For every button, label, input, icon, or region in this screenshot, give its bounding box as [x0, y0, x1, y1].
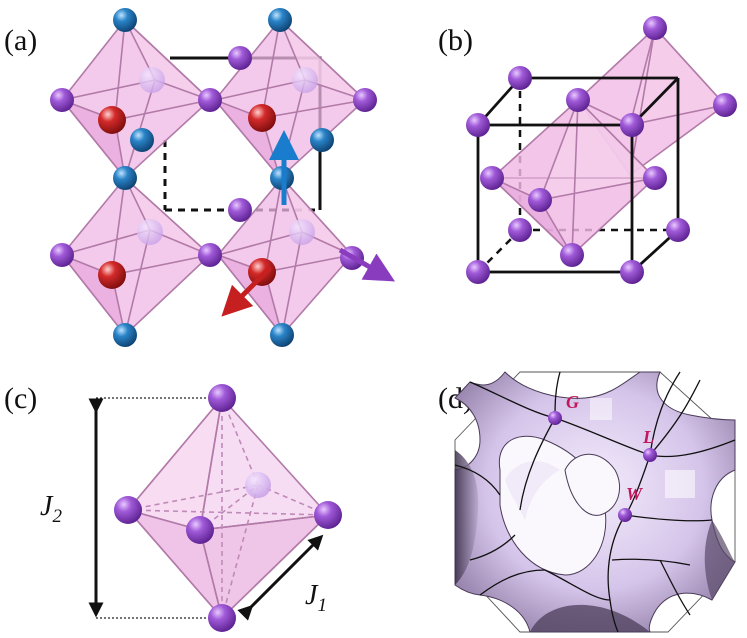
point-L-label: L [642, 427, 654, 447]
panel-c-purple-atoms [114, 384, 342, 632]
panel-c: (c) J2 [4, 382, 342, 632]
panel-c-octahedron [125, 395, 331, 620]
panel-b-purple-atoms [466, 16, 737, 284]
j2-label: J2 [40, 491, 62, 527]
panel-c-atom-back [245, 472, 271, 498]
panel-a-octahedron-bottom-left [59, 176, 212, 337]
panel-a-atom-back [137, 219, 163, 245]
panel-a-label: (a) [4, 24, 37, 57]
panel-a: (a) [4, 8, 396, 347]
panel-b: (b) [438, 16, 737, 284]
panel-a-red-arrow [221, 266, 272, 317]
panel-a-octahedron-top-left [59, 18, 212, 181]
panel-d-point-L: L [642, 427, 657, 462]
panel-a-atom-back [292, 67, 318, 93]
panel-a-red-atoms [98, 104, 276, 289]
point-G-label: G [566, 392, 579, 412]
point-W-label: W [626, 484, 644, 504]
panel-a-atom-back [139, 67, 165, 93]
j1-label: J1 [305, 580, 327, 616]
panel-a-atom-back [289, 219, 315, 245]
panel-d-point-W: W [618, 484, 644, 522]
j1-arrow [237, 534, 324, 621]
panel-c-label: (c) [4, 382, 37, 415]
panel-d: (d) [438, 371, 736, 633]
panel-a-purple-atoms [50, 46, 377, 270]
panel-d-point-G: G [548, 392, 579, 425]
panel-b-label: (b) [438, 24, 473, 57]
panel-a-octahedron-top-right [212, 18, 367, 180]
panel-d-fermi-surface [454, 371, 736, 633]
panel-a-purple-arrow [338, 247, 396, 282]
